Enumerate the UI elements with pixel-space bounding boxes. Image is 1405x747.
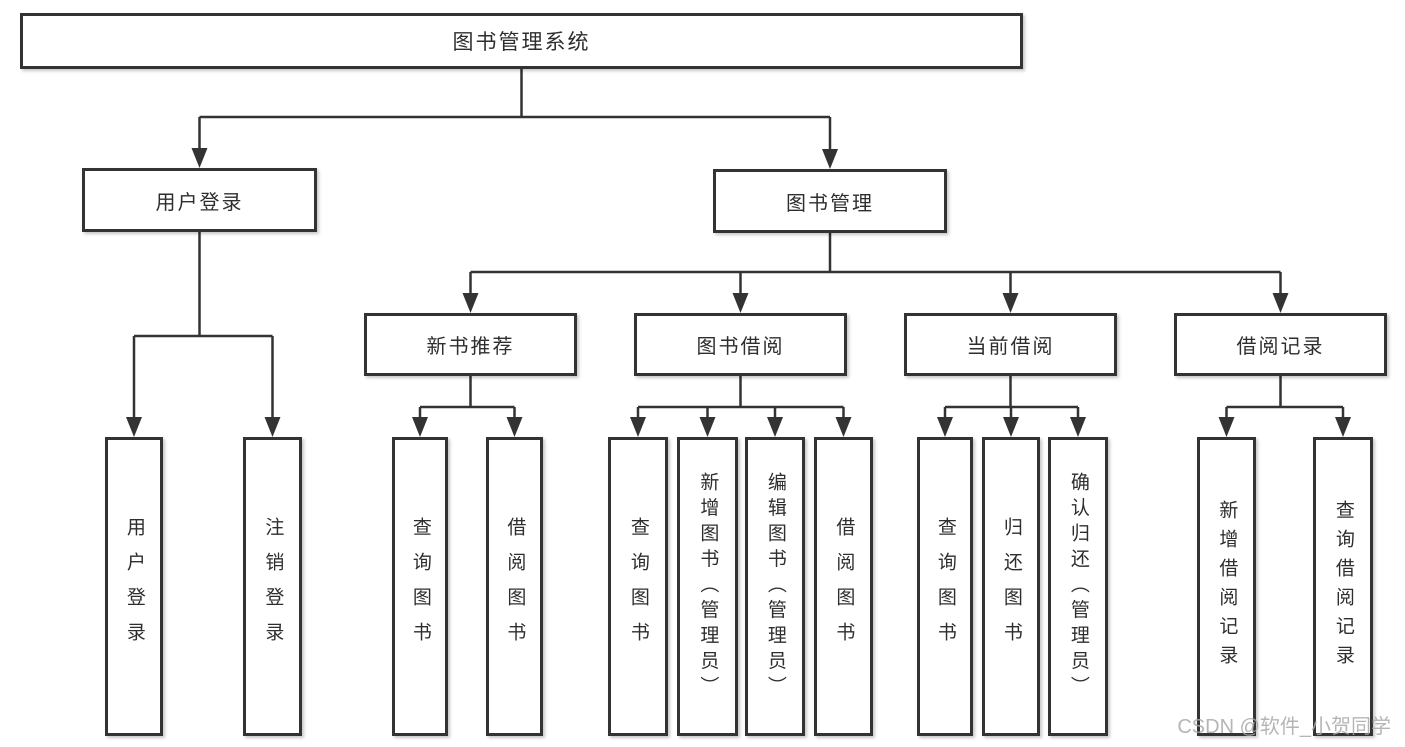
leaf-label: 归还图书 (1000, 516, 1022, 657)
node-book-management: 图书管理 (713, 169, 947, 233)
leaf-label: 新增借阅记录 (1216, 499, 1238, 674)
node-new-book-recommendation: 新书推荐 (364, 313, 577, 376)
leaf-query-books: 查询图书 (392, 437, 448, 736)
node-library-management-system: 图书管理系统 (20, 13, 1023, 69)
leaf-label: 查询图书 (934, 516, 956, 657)
node-label: 借阅记录 (1236, 336, 1325, 358)
tree-edges (132, 69, 1345, 420)
node-label: 图书管理 (786, 192, 874, 215)
leaf-add-books-admin: 新增图书（管理员） (677, 437, 738, 736)
leaf-label: 借阅图书 (833, 516, 855, 657)
node-borrowing-records: 借阅记录 (1174, 313, 1387, 376)
node-current-borrowing: 当前借阅 (904, 313, 1117, 376)
leaf-label: 查询借阅记录 (1332, 499, 1354, 674)
leaf-borrow-books: 借阅图书 (814, 437, 873, 736)
leaf-label: 注销登录 (262, 516, 284, 657)
node-label: 图书借阅 (696, 336, 785, 358)
leaf-label: 用户登录 (123, 516, 145, 657)
node-user-login: 用户登录 (82, 168, 317, 232)
leaf-label: 查询图书 (627, 516, 649, 657)
leaf-query-borrow-record: 查询借阅记录 (1313, 437, 1373, 736)
leaf-edit-books-admin: 编辑图书（管理员） (745, 437, 805, 736)
leaf-label: 新增图书（管理员） (697, 471, 719, 702)
arrowheads (126, 148, 1351, 437)
leaf-query-books: 查询图书 (917, 437, 973, 736)
leaf-query-books: 查询图书 (608, 437, 668, 736)
leaf-logout: 注销登录 (243, 437, 302, 736)
leaf-borrow-books: 借阅图书 (486, 437, 543, 736)
node-book-borrowing: 图书借阅 (634, 313, 847, 376)
leaf-label: 查询图书 (409, 516, 431, 657)
leaf-return-books: 归还图书 (982, 437, 1040, 736)
leaf-label: 确认归还（管理员） (1067, 471, 1089, 702)
node-label: 当前借阅 (966, 336, 1055, 358)
leaf-label: 编辑图书（管理员） (764, 471, 786, 702)
leaf-user-login: 用户登录 (105, 437, 163, 736)
node-label: 图书管理系统 (452, 31, 591, 54)
watermark: CSDN @软件_小贺同学 (1177, 716, 1391, 738)
leaf-add-borrow-record: 新增借阅记录 (1197, 437, 1256, 736)
node-label: 用户登录 (155, 191, 244, 214)
node-label: 新书推荐 (426, 336, 515, 358)
leaf-label: 借阅图书 (504, 516, 526, 657)
leaf-confirm-return-admin: 确认归还（管理员） (1048, 437, 1108, 736)
